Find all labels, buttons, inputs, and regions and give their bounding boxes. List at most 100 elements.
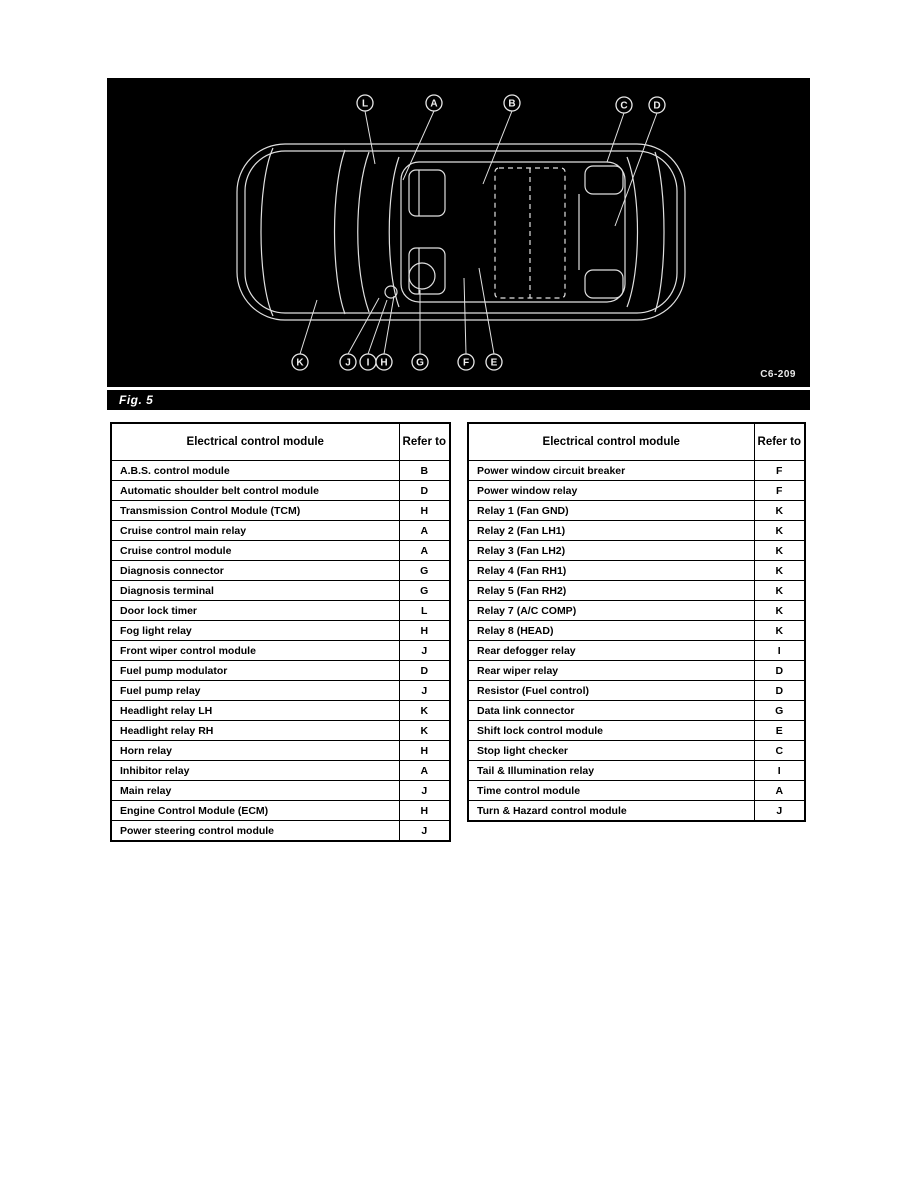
refer-to-cell: K: [753, 580, 806, 601]
module-name-cell: Diagnosis terminal: [110, 580, 400, 601]
refer-to-cell: G: [398, 560, 451, 581]
svg-text:H: H: [380, 358, 387, 369]
refer-to-cell: J: [398, 640, 451, 661]
electrical-module-table-right: Electrical control module Refer to Power…: [467, 422, 806, 822]
refer-to-cell: K: [753, 600, 806, 621]
module-name-cell: Time control module: [467, 780, 755, 801]
car-outline-drawing: [236, 143, 686, 321]
table-row: Engine Control Module (ECM)H: [110, 800, 451, 821]
table-row: Resistor (Fuel control)D: [467, 680, 806, 701]
refer-to-cell: J: [398, 680, 451, 701]
refer-to-cell: K: [398, 700, 451, 721]
callout-G: G: [411, 353, 429, 371]
refer-to-cell: K: [753, 540, 806, 561]
module-name-cell: Automatic shoulder belt control module: [110, 480, 400, 501]
figure-code: C6-209: [760, 369, 796, 380]
refer-to-cell: G: [753, 700, 806, 721]
svg-text:F: F: [463, 358, 469, 369]
module-name-cell: Main relay: [110, 780, 400, 801]
module-name-cell: Relay 8 (HEAD): [467, 620, 755, 641]
svg-text:G: G: [416, 358, 424, 369]
module-name-cell: Front wiper control module: [110, 640, 400, 661]
module-name-cell: Rear wiper relay: [467, 660, 755, 681]
callout-E: E: [485, 353, 503, 371]
electrical-module-table-left: Electrical control module Refer to A.B.S…: [110, 422, 451, 842]
module-name-cell: Turn & Hazard control module: [467, 800, 755, 822]
refer-to-cell: J: [753, 800, 806, 822]
svg-text:C: C: [620, 101, 627, 112]
module-name-cell: Relay 2 (Fan LH1): [467, 520, 755, 541]
leader-lines: [299, 110, 658, 355]
module-name-cell: Shift lock control module: [467, 720, 755, 741]
module-name-cell: Horn relay: [110, 740, 400, 761]
module-name-cell: Relay 1 (Fan GND): [467, 500, 755, 521]
svg-text:J: J: [345, 358, 351, 369]
module-name-cell: Relay 7 (A/C COMP): [467, 600, 755, 621]
refer-to-cell: C: [753, 740, 806, 761]
module-name-cell: Relay 3 (Fan LH2): [467, 540, 755, 561]
table-row: Relay 5 (Fan RH2)K: [467, 580, 806, 601]
module-name-cell: Relay 5 (Fan RH2): [467, 580, 755, 601]
refer-to-cell: H: [398, 620, 451, 641]
table-row: Relay 3 (Fan LH2)K: [467, 540, 806, 561]
svg-text:K: K: [296, 358, 304, 369]
module-name-cell: Inhibitor relay: [110, 760, 400, 781]
module-name-cell: Transmission Control Module (TCM): [110, 500, 400, 521]
module-name-cell: Stop light checker: [467, 740, 755, 761]
refer-to-cell: J: [398, 780, 451, 801]
svg-text:B: B: [508, 99, 515, 110]
callout-B: B: [503, 94, 521, 112]
callout-D: D: [648, 96, 666, 114]
vehicle-diagram-panel: L A B C D K J I: [107, 78, 810, 387]
table-row: Relay 4 (Fan RH1)K: [467, 560, 806, 581]
refer-to-cell: K: [753, 560, 806, 581]
col-header-module: Electrical control module: [110, 422, 400, 461]
refer-to-cell: I: [753, 640, 806, 661]
callout-J: J: [339, 353, 357, 371]
col-header-refer: Refer to: [398, 422, 451, 461]
header-row: Electrical control module Refer to: [467, 422, 806, 461]
refer-to-cell: K: [753, 520, 806, 541]
module-name-cell: Power window relay: [467, 480, 755, 501]
svg-text:I: I: [367, 358, 370, 369]
callout-A: A: [425, 94, 443, 112]
refer-to-cell: A: [753, 780, 806, 801]
callout-K: K: [291, 353, 309, 371]
refer-to-cell: D: [753, 680, 806, 701]
svg-text:E: E: [491, 358, 498, 369]
module-name-cell: Rear defogger relay: [467, 640, 755, 661]
refer-to-cell: G: [398, 580, 451, 601]
module-name-cell: Diagnosis connector: [110, 560, 400, 581]
refer-to-cell: F: [753, 460, 806, 481]
module-name-cell: Door lock timer: [110, 600, 400, 621]
module-name-cell: Resistor (Fuel control): [467, 680, 755, 701]
refer-to-cell: D: [398, 480, 451, 501]
callout-F: F: [457, 353, 475, 371]
module-name-cell: Headlight relay LH: [110, 700, 400, 721]
callout-L: L: [356, 94, 374, 112]
callout-I: I: [359, 353, 377, 371]
refer-to-cell: H: [398, 500, 451, 521]
callout-H: H: [375, 353, 393, 371]
figure-caption-bar: Fig. 5: [107, 390, 810, 410]
refer-to-cell: K: [753, 620, 806, 641]
refer-to-cell: L: [398, 600, 451, 621]
refer-to-cell: K: [398, 720, 451, 741]
module-name-cell: Power window circuit breaker: [467, 460, 755, 481]
